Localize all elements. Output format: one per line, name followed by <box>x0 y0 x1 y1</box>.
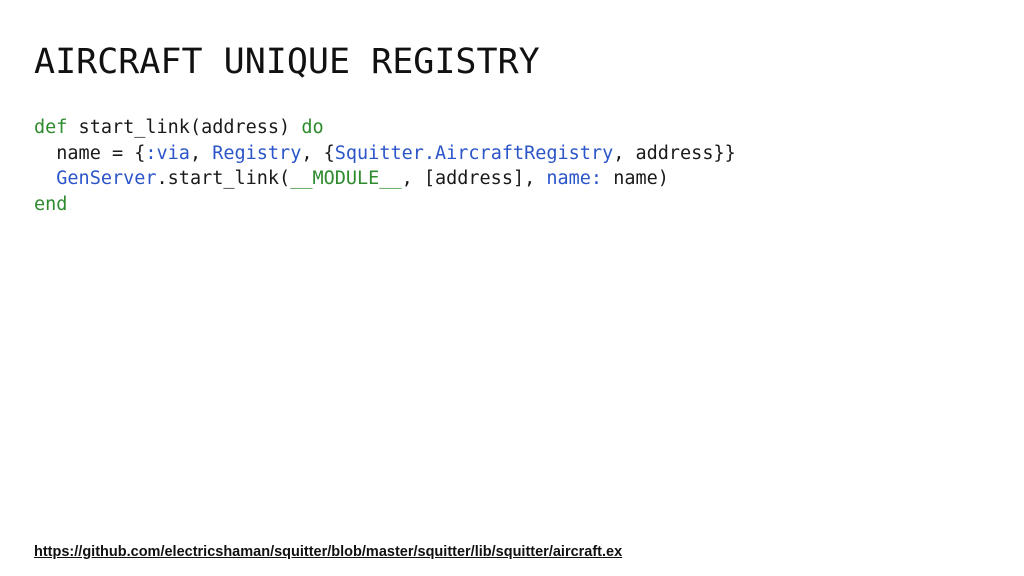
code-token-plain: , <box>189 142 213 164</box>
code-token-plain: , [address], <box>401 168 547 189</box>
code-token-special: __MODULE__ <box>290 168 402 189</box>
code-token-plain <box>34 168 56 189</box>
code-token-plain: , address}} <box>613 142 736 164</box>
code-token-plain: , { <box>301 142 335 164</box>
code-token-plain: start_link(address) <box>67 117 302 138</box>
code-token-atom: :via <box>145 142 190 164</box>
code-line: def start_link(address) do <box>34 115 736 141</box>
code-token-atom: name: <box>546 168 603 189</box>
code-token-kw: end <box>34 193 68 215</box>
slide-title: AIRCRAFT UNIQUE REGISTRY <box>34 42 540 82</box>
code-token-mod: Registry <box>212 142 302 164</box>
code-token-mod: GenServer <box>56 168 157 189</box>
code-token-kw: def <box>34 117 68 138</box>
code-line: GenServer.start_link(__MODULE__, [addres… <box>34 166 736 192</box>
source-link[interactable]: https://github.com/electricshaman/squitt… <box>34 544 623 560</box>
code-line: end <box>34 192 736 218</box>
code-token-kw: do <box>301 117 324 138</box>
code-token-plain: .start_link( <box>156 168 291 189</box>
code-block: def start_link(address) do name = {:via,… <box>34 115 736 217</box>
code-token-plain: name) <box>602 168 669 189</box>
code-line: name = {:via, Registry, {Squitter.Aircra… <box>34 141 736 167</box>
code-token-mod: Squitter.AircraftRegistry <box>334 142 614 164</box>
code-token-plain: name = { <box>34 142 146 164</box>
